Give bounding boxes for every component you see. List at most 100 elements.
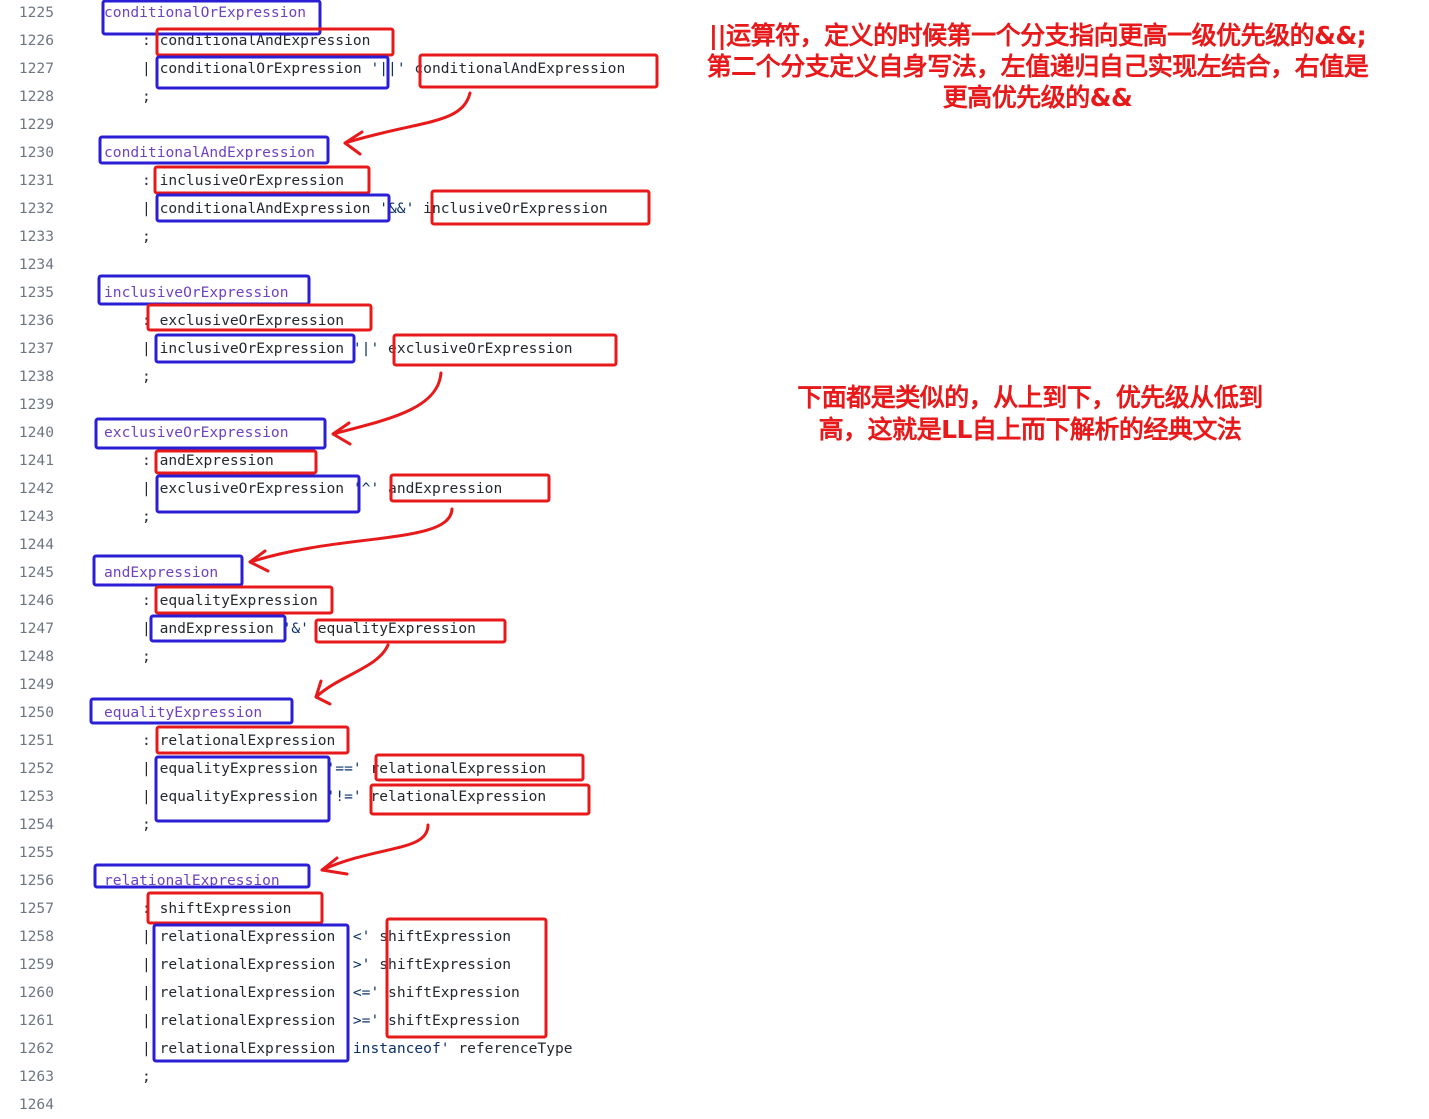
code-text: | equalityExpression '!=' relationalExpr… [142,783,546,811]
literal-token: 'instanceof' [335,1040,459,1057]
code-token: | [142,60,160,77]
line-number: 1237 [18,340,54,357]
code-line: 1227| conditionalOrExpression '||' condi… [0,55,660,83]
code-line: 1259 | relationalExpression '>' shiftExpr… [0,951,660,979]
annotation-line: 下面都是类似的，从上到下，优先级从低到 [797,383,1263,412]
code-token: inclusiveOrExpression [159,340,345,357]
code-text: : shiftExpression [142,895,291,923]
literal-token: '<' [335,928,380,945]
line-number: 1232 [18,200,54,217]
code-text: : inclusiveOrExpression [142,167,344,195]
code-token: ; [142,1068,151,1085]
code-text: ; [142,223,151,251]
line-number: 1258 [18,928,54,945]
code-token: ; [142,648,151,665]
code-line: 1236: exclusiveOrExpression [0,307,660,335]
line-number: 1254 [18,816,54,833]
annotation-line: 高，这就是LL自上而下解析的经典文法 [818,415,1242,444]
line-number: 1249 [18,676,54,693]
code-token: exclusiveOrExpression [159,312,345,329]
literal-token: '<=' [335,984,389,1001]
code-text: equalityExpression [104,699,262,727]
code-text: conditionalOrExpression [104,0,306,27]
code-token: : [142,312,160,329]
annotation-note-top: ||运算符，定义的时候第一个分支指向更高一级优先级的&&; 第二个分支定义自身写… [650,20,1425,113]
code-line: 1251 : relationalExpression [0,727,660,755]
rule-name: conditionalOrExpression [104,4,307,21]
code-token: | [142,928,160,945]
code-line: 1228; [0,83,660,111]
line-number: 1247 [18,620,54,637]
code-token: ; [142,508,151,525]
code-token: conditionalAndExpression [159,200,371,217]
code-line: 1243; [0,503,660,531]
code-text: exclusiveOrExpression [104,419,289,447]
code-token: relationalExpression [159,928,336,945]
code-token: referenceType [458,1040,573,1057]
line-number: 1242 [18,480,54,497]
literal-token: '||' [361,60,415,77]
code-line: 1239 [0,391,660,419]
code-token: | [142,1040,160,1057]
code-text: | relationalExpression '>=' shiftExpress… [142,1007,520,1035]
code-text: | relationalExpression '>' shiftExpressi… [142,951,511,979]
code-text: | equalityExpression '==' relationalExpr… [142,755,546,783]
code-token: ; [142,228,151,245]
code-token: conditionalAndExpression [159,32,371,49]
code-token: ; [142,816,151,833]
code-token: equalityExpression [317,620,476,637]
code-line: 1241: andExpression [0,447,660,475]
code-text: conditionalAndExpression [104,139,315,167]
code-token: | [142,956,160,973]
code-text: ; [142,83,151,111]
code-line: 1253| equalityExpression '!=' relational… [0,783,660,811]
code-line: 1257: shiftExpression [0,895,660,923]
line-number: 1251 [18,732,54,749]
code-token: | [142,480,160,497]
line-number: 1240 [18,424,54,441]
rule-name: exclusiveOrExpression [104,424,289,441]
code-text: : exclusiveOrExpression [142,307,344,335]
code-line: 1226: conditionalAndExpression [0,27,660,55]
annotation-line: ||运算符，定义的时候第一个分支指向更高一级优先级的&&; [708,21,1367,50]
code-line: 1263; [0,1063,660,1091]
code-token: relationalExpression [370,788,547,805]
code-token: equalityExpression [159,788,318,805]
line-number: 1229 [18,116,54,133]
code-line: 1238; [0,363,660,391]
line-number: 1262 [18,1040,54,1057]
rule-name: conditionalAndExpression [104,144,315,161]
annotation-note-middle: 下面都是类似的，从上到下，优先级从低到 高，这就是LL自上而下解析的经典文法 [735,382,1325,446]
code-text: | conditionalAndExpression '&&' inclusiv… [142,195,608,223]
code-token: : [142,592,160,609]
literal-token: '==' [317,760,371,777]
code-line: 1249 [0,671,660,699]
line-number: 1230 [18,144,54,161]
line-number: 1227 [18,60,54,77]
code-token: inclusiveOrExpression [423,200,608,217]
literal-token: '&&' [370,200,424,217]
rule-name: relationalExpression [104,872,280,889]
code-line: 1230 conditionalAndExpression [0,139,660,167]
code-token: : [142,732,160,749]
line-number: 1245 [18,564,54,581]
code-text: inclusiveOrExpression [104,279,289,307]
code-line: 1231: inclusiveOrExpression [0,167,660,195]
code-text: : relationalExpression [142,727,335,755]
line-number: 1252 [18,760,54,777]
line-number: 1264 [18,1096,54,1113]
code-text: : andExpression [142,447,274,475]
code-token: | [142,620,160,637]
code-token: | [142,1012,160,1029]
line-number: 1263 [18,1068,54,1085]
code-line: 1233; [0,223,660,251]
line-number: 1238 [18,368,54,385]
code-token: shiftExpression [388,984,520,1001]
code-token: conditionalAndExpression [414,60,626,77]
code-line: 1258| relationalExpression '<' shiftExpr… [0,923,660,951]
line-number: 1259 [18,956,54,973]
code-line: 1248; [0,643,660,671]
code-token: relationalExpression [370,760,547,777]
